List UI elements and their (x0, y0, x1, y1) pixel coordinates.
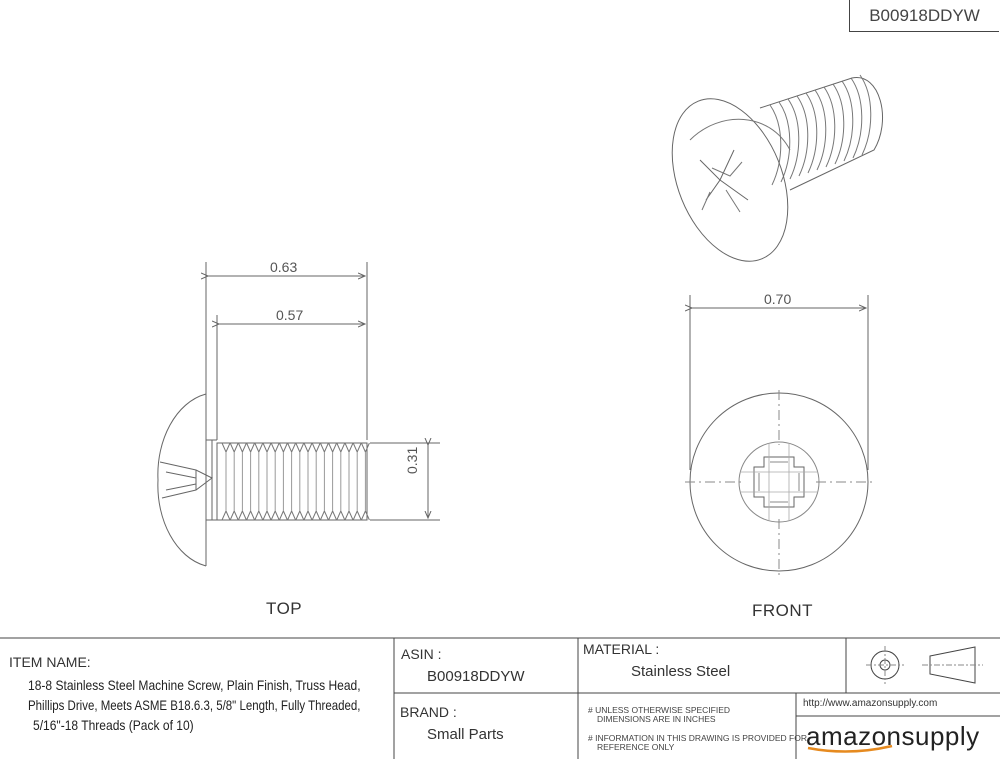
item-name-line-3: 5/16"-18 Threads (Pack of 10) (33, 717, 194, 733)
material-label: MATERIAL : (583, 641, 660, 657)
amazonsupply-logo: amazonsupply (806, 721, 980, 751)
title-block (0, 637, 1000, 759)
asin-label: ASIN : (401, 646, 442, 662)
front-view (685, 295, 873, 575)
brand-label: BRAND : (400, 704, 457, 720)
note-reference-1: # INFORMATION IN THIS DRAWING IS PROVIDE… (588, 733, 807, 743)
dim-head-diameter: 0.70 (764, 291, 792, 307)
dim-thread-diameter: 0.31 (404, 446, 420, 474)
top-view (157, 262, 440, 567)
material-value: Stainless Steel (631, 663, 731, 680)
view-label-top: TOP (266, 599, 303, 618)
note-reference-2: REFERENCE ONLY (597, 742, 675, 752)
item-name-line-1: 18-8 Stainless Steel Machine Screw, Plai… (28, 677, 361, 693)
item-name-line-2: Phillips Drive, Meets ASME B18.6.3, 5/8"… (28, 697, 361, 713)
dim-thread-length: 0.57 (276, 307, 304, 323)
view-label-front: FRONT (752, 601, 814, 620)
brand-value: Small Parts (427, 726, 504, 743)
part-number-box: B00918DDYW (849, 0, 999, 32)
item-name-label: ITEM NAME: (9, 654, 91, 670)
asin-value: B00918DDYW (427, 668, 525, 685)
note-units-1: # UNLESS OTHERWISE SPECIFIED (588, 705, 731, 715)
website-link[interactable]: http://www.amazonsupply.com (803, 698, 938, 709)
note-units-2: DIMENSIONS ARE IN INCHES (597, 714, 716, 724)
logo-smile (807, 744, 893, 753)
dim-overall-length: 0.63 (270, 259, 298, 275)
isometric-view (671, 74, 883, 262)
